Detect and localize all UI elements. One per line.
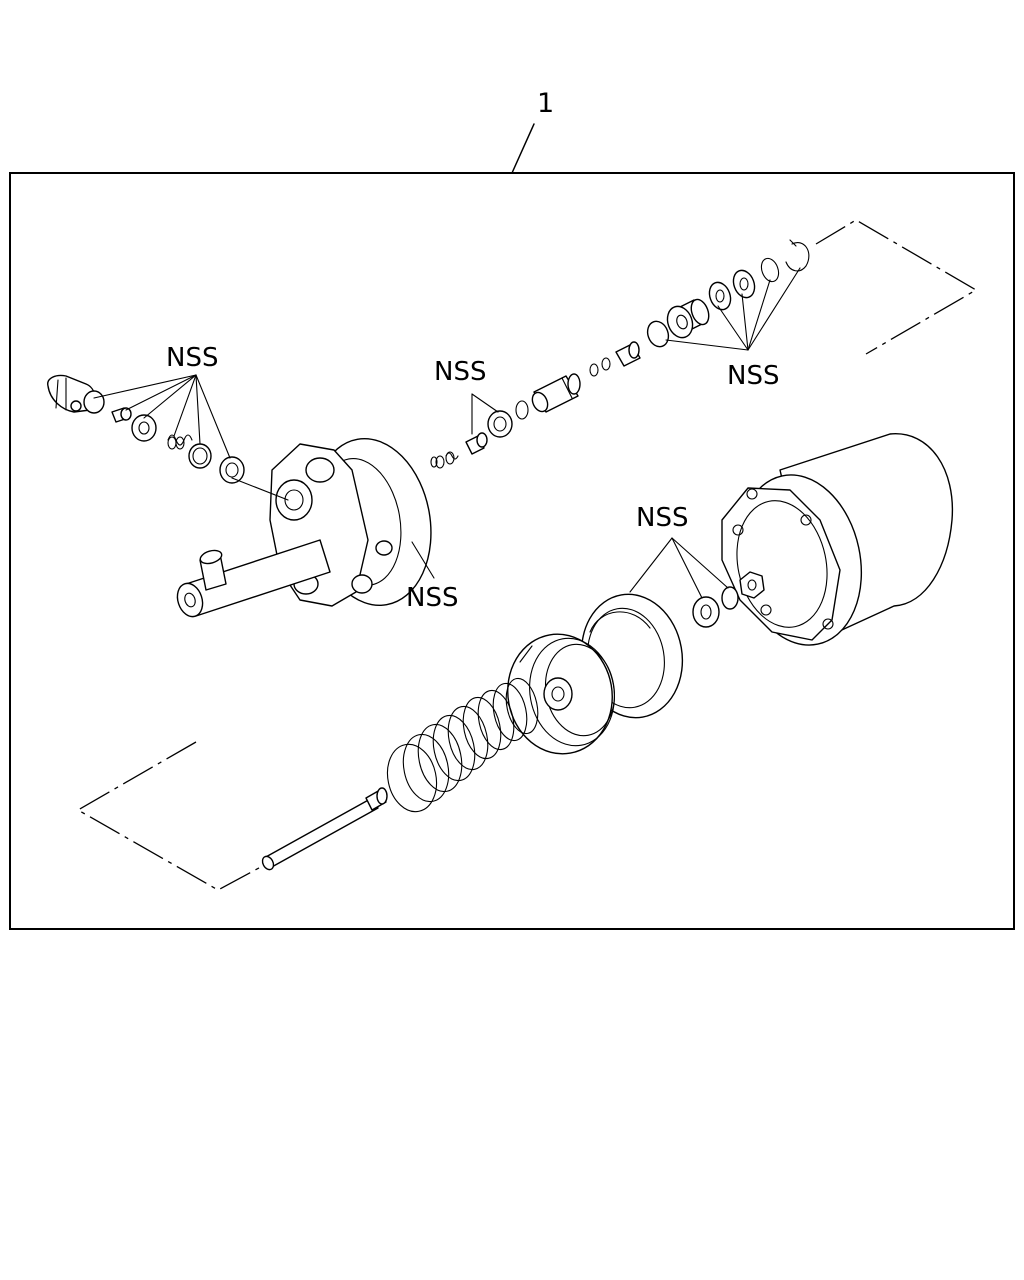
callout-number: 1 <box>537 88 554 119</box>
nss-label-right-top: NSS <box>727 361 779 391</box>
left-small-parts <box>47 374 245 484</box>
push-rod <box>261 787 388 871</box>
brake-chamber <box>721 433 954 646</box>
center-small-parts <box>430 341 641 469</box>
nss-label-center-top: NSS <box>434 357 486 387</box>
axis-line-lower <box>76 741 271 891</box>
seal-parts <box>629 537 739 628</box>
nss-label-left: NSS <box>166 343 218 373</box>
diaphragm-assembly <box>507 593 684 755</box>
right-small-parts <box>646 239 810 351</box>
nss-body-leader <box>411 541 435 579</box>
return-spring <box>386 677 539 813</box>
valve-body <box>176 437 432 618</box>
callout-leader <box>511 123 535 174</box>
axis-line-upper <box>815 219 978 355</box>
nss-label-body: NSS <box>406 583 458 613</box>
nss-label-right-mid: NSS <box>636 503 688 533</box>
